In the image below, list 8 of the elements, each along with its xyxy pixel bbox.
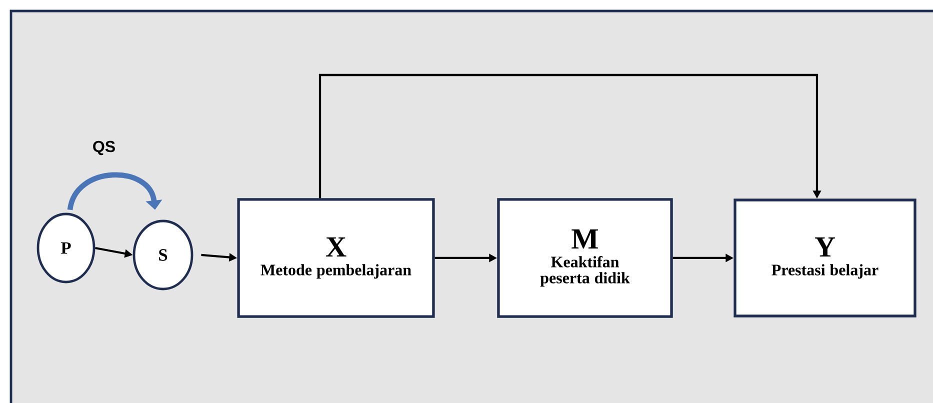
edge-label: QS <box>93 140 115 156</box>
process-box: Y Prestasi belajar <box>734 198 916 318</box>
process-box: X Metode pembelajaran <box>237 198 435 318</box>
circle-node: P <box>36 212 96 284</box>
arrow <box>318 74 822 198</box>
curved-arrow <box>67 172 162 210</box>
process-box: M Keaktifan peserta didik <box>497 198 673 318</box>
circle-node: S <box>132 220 194 290</box>
